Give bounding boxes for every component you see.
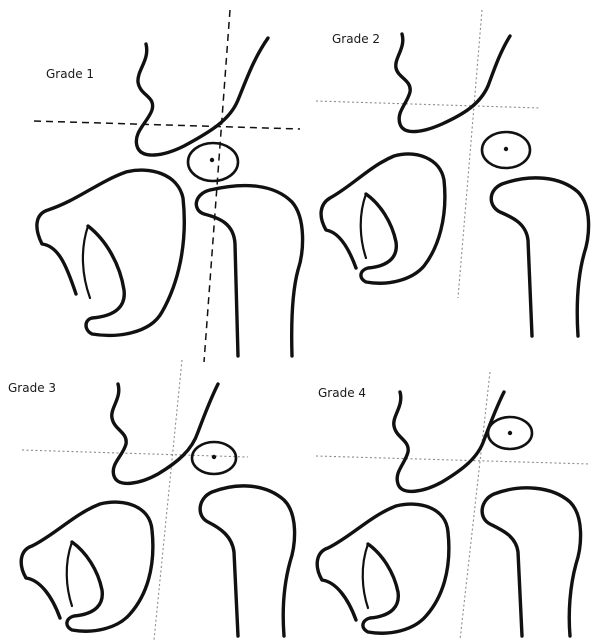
lower-bone-outline [317,504,449,633]
horizontal-reference-line [316,101,540,108]
panel-label-grade-3: Grade 3 [8,381,56,395]
panel-grade-1: Grade 1 [34,10,303,362]
horizontal-reference-line [316,456,590,464]
lower-bone-outline [321,154,445,283]
horizontal-reference-line [34,121,300,129]
shaft-outline [482,488,580,636]
vertical-reference-line [458,10,482,298]
shaft-outline [196,186,302,356]
ring-center-dot [210,158,214,162]
panel-grade-2: Grade 2 [316,10,589,336]
upper-bone-outline [136,38,268,155]
panel-grade-4: Grade 4 [316,372,590,640]
ring-center-dot [508,431,512,435]
vertical-reference-line [460,372,490,640]
vertical-reference-line [154,360,182,640]
panel-label-grade-1: Grade 1 [46,67,94,81]
shaft-outline [200,486,294,636]
ring-center-dot [212,455,216,459]
panel-label-grade-4: Grade 4 [318,386,366,400]
lower-bone-notch [67,542,72,606]
lower-bone-notch [361,194,366,258]
lower-bone-notch [363,544,368,608]
panel-label-grade-2: Grade 2 [332,32,380,46]
ring-center-dot [504,147,508,151]
ring-marker [188,143,238,181]
lower-bone-notch [83,226,90,298]
shaft-outline [491,178,588,336]
lower-bone-outline [21,502,153,631]
upper-bone-outline [396,34,510,132]
panel-grade-3: Grade 3 [8,360,295,640]
upper-bone-outline [112,384,218,483]
lower-bone-outline [37,170,184,335]
upper-bone-outline [394,392,504,491]
